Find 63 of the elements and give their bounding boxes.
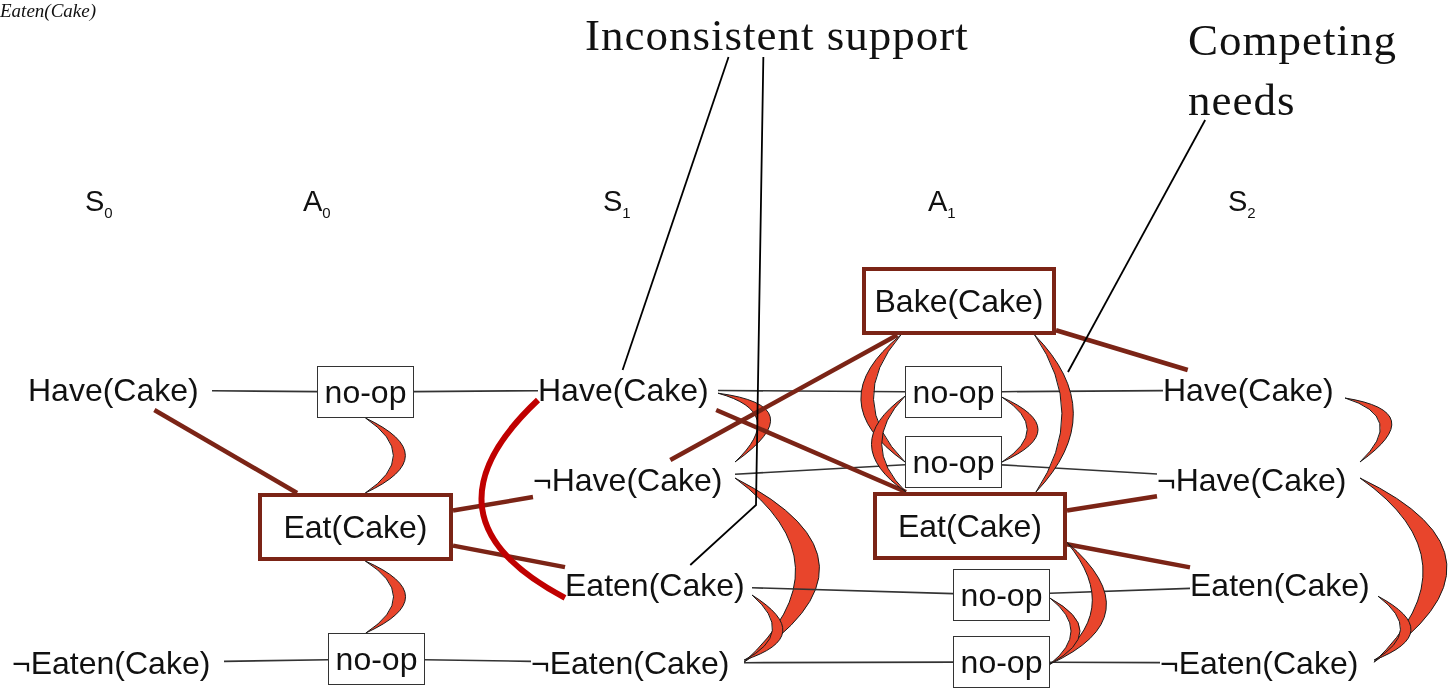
callout-text: Competing needs (1188, 10, 1433, 120)
no-op-action-box: no-op (317, 366, 414, 418)
action-box: Eat(Cake) (873, 492, 1067, 560)
callout-text: Inconsistent support (585, 5, 1020, 57)
mutex-arc (1344, 397, 1393, 463)
persistence-line (424, 658, 532, 663)
mutex-arc (1373, 595, 1412, 661)
no-op-action-box: no-op (328, 633, 425, 685)
persistence-line (1001, 389, 1164, 393)
mutex-arc (1034, 334, 1074, 493)
mutex-arc (1001, 396, 1039, 463)
mutex-arc (1049, 597, 1081, 665)
link-line (452, 494, 534, 513)
link-line (1066, 493, 1158, 513)
state-literal: ¬Eaten(Cake) (12, 643, 224, 683)
no-op-action-box: no-op (953, 569, 1050, 621)
state-literal: Have(Cake) (538, 370, 718, 410)
state-literal: Have(Cake) (1163, 370, 1345, 410)
link-line (715, 407, 907, 495)
no-op-action-box: no-op (953, 636, 1050, 688)
leader-line (1067, 119, 1207, 373)
persistence-line (1049, 587, 1191, 595)
link-line (1055, 328, 1189, 373)
action-box: Bake(Cake) (862, 267, 1056, 335)
mutex-arc (871, 395, 907, 493)
link-line (669, 333, 899, 462)
mutex-arc (364, 560, 407, 634)
level-label: S$_{0}$ (85, 185, 113, 221)
mutex-arc (860, 334, 906, 463)
persistence-line (743, 661, 954, 664)
mutex-arc (478, 397, 567, 601)
persistence-line (751, 586, 954, 595)
no-op-action-box: no-op (905, 366, 1002, 418)
level-label: S$_{2}$ (1228, 185, 1256, 221)
state-literal: ¬Have(Cake) (533, 460, 735, 500)
leader-line (689, 56, 765, 566)
level-label: S$_{1}$ (603, 185, 631, 221)
state-literal: ¬Eaten(Cake) (531, 643, 744, 683)
persistence-line (211, 389, 318, 393)
persistence-line (734, 463, 906, 476)
state-literal: Eaten(Cake) (565, 565, 752, 605)
mutex-arc (364, 417, 406, 494)
mutex-arc (1359, 477, 1448, 663)
leader-line (621, 56, 730, 371)
mutex-arc (734, 477, 820, 663)
level-label: A$_{0}$ (303, 185, 331, 221)
state-literal: Have(Cake) (28, 370, 212, 410)
mutex-arc (1049, 541, 1107, 665)
formula-text: Eaten(Cake) (0, 0, 96, 22)
mutex-arc (743, 594, 784, 661)
link-line (153, 408, 299, 495)
state-literal: Eaten(Cake) (1190, 565, 1378, 605)
state-literal: ¬Eaten(Cake) (1160, 643, 1374, 683)
persistence-line (1001, 464, 1158, 475)
no-op-action-box: no-op (905, 436, 1002, 488)
level-label: A$_{1}$ (928, 185, 956, 221)
persistence-line (223, 658, 329, 663)
mutex-arc (717, 392, 771, 463)
state-literal: ¬Have(Cake) (1157, 460, 1360, 500)
link-line (452, 543, 566, 570)
persistence-line (717, 389, 906, 393)
persistence-line (413, 389, 539, 393)
action-box: Eat(Cake) (258, 493, 453, 561)
